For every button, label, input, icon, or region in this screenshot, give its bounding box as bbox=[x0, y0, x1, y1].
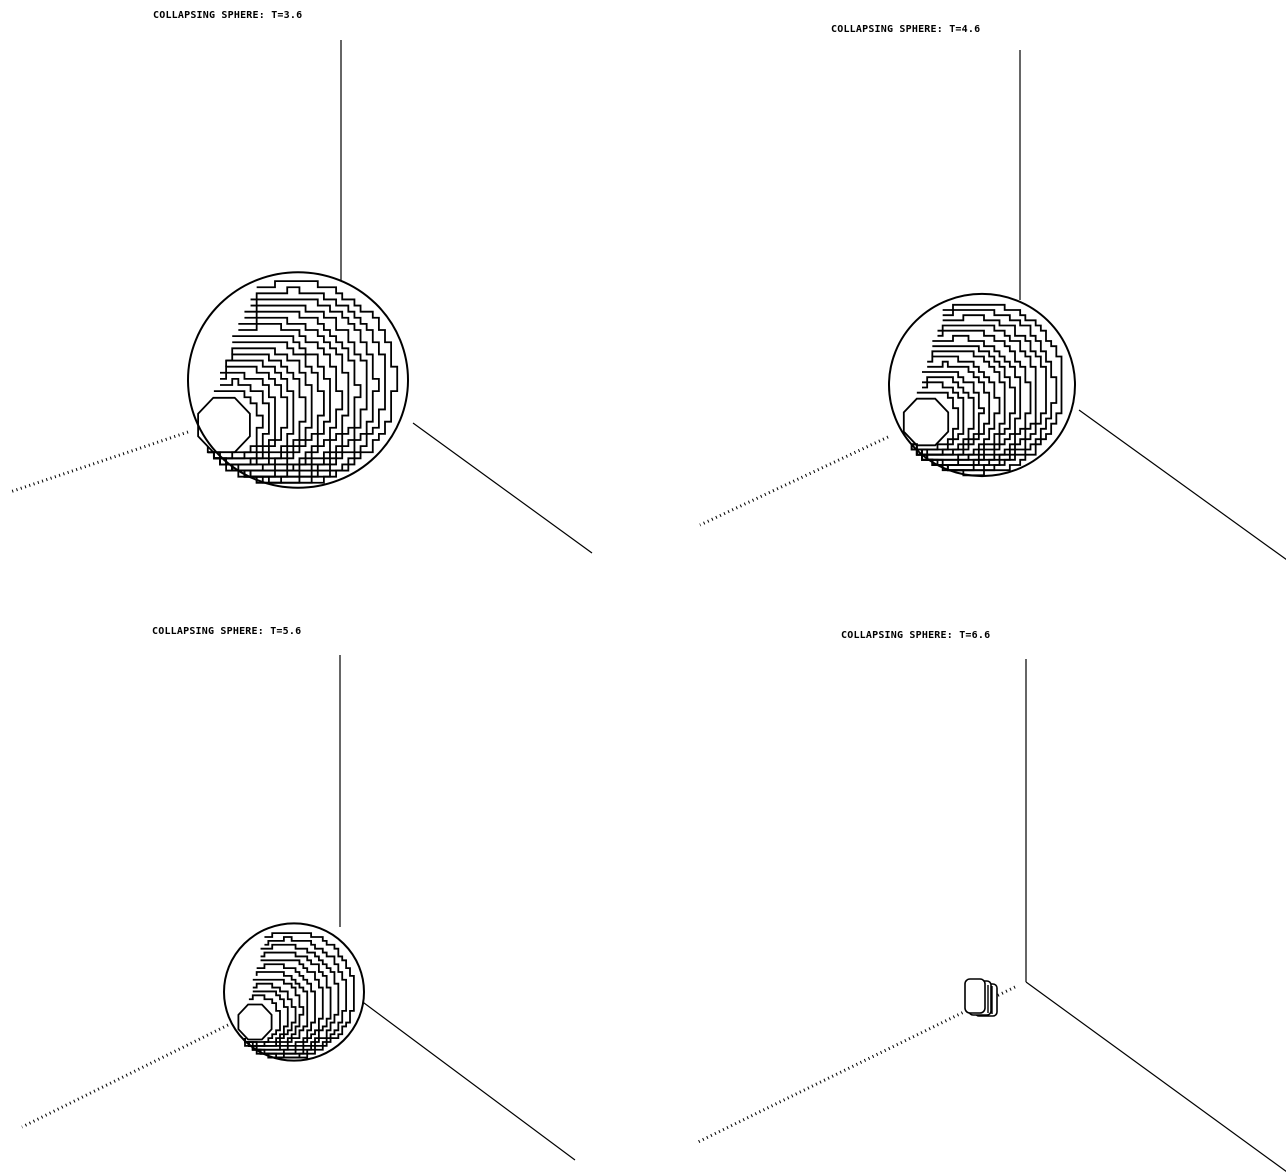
contour-ring bbox=[245, 959, 324, 1055]
contour-ring bbox=[207, 365, 289, 466]
contour-ring bbox=[915, 324, 1037, 472]
panel-title: COLLAPSING SPHERE: T=3.6 bbox=[153, 10, 303, 21]
contour-ring bbox=[911, 376, 975, 456]
pole-contour bbox=[237, 1003, 273, 1041]
contour-ring bbox=[247, 943, 340, 1059]
panel-plot bbox=[697, 659, 1286, 1173]
sphere-contours bbox=[223, 922, 365, 1062]
pole-contour bbox=[902, 397, 950, 447]
contour-ring bbox=[911, 391, 960, 451]
panel-t-3-6: COLLAPSING SPHERE: T=3.6 bbox=[0, 0, 643, 587]
y-axis-dotted bbox=[21, 1023, 229, 1129]
sphere-contours bbox=[187, 271, 409, 489]
contour-ring bbox=[213, 322, 344, 478]
contour-ring bbox=[247, 936, 348, 1059]
contour-ring bbox=[212, 347, 313, 472]
contour-ring bbox=[245, 971, 309, 1051]
contour-ring bbox=[915, 345, 1016, 466]
contour-ring bbox=[921, 303, 1063, 477]
panel-title: COLLAPSING SPHERE: T=6.6 bbox=[841, 630, 991, 641]
sphere-outline bbox=[223, 922, 365, 1062]
y-axis-dotted bbox=[9, 430, 189, 494]
panel-t-5-6: COLLAPSING SPHERE: T=5.6 bbox=[0, 587, 643, 1174]
panel-plot bbox=[9, 40, 593, 554]
contour-ring bbox=[219, 304, 368, 484]
contour-ring bbox=[244, 990, 289, 1047]
contour-ring bbox=[206, 390, 264, 460]
sphere-outline bbox=[187, 271, 409, 489]
panel-t-6-6: COLLAPSING SPHERE: T=6.6 bbox=[643, 587, 1286, 1174]
y-axis-dotted bbox=[697, 985, 1016, 1144]
contour-ring bbox=[244, 994, 281, 1043]
x-axis bbox=[412, 422, 593, 554]
y-axis-dotted bbox=[699, 435, 889, 527]
x-axis bbox=[355, 996, 576, 1161]
x-axis bbox=[1025, 981, 1286, 1173]
panel-plot bbox=[699, 50, 1286, 561]
panel-plot bbox=[21, 655, 576, 1161]
pole-contour bbox=[197, 396, 251, 454]
sphere-contours bbox=[888, 292, 1076, 478]
panel-title: COLLAPSING SPHERE: T=4.6 bbox=[831, 24, 981, 35]
collapsed-sphere bbox=[964, 978, 998, 1017]
x-axis bbox=[1078, 409, 1286, 561]
contour-ring bbox=[207, 377, 270, 460]
panel-title: COLLAPSING SPHERE: T=5.6 bbox=[152, 626, 302, 637]
contour-ring bbox=[911, 355, 1001, 461]
panel-t-4-6: COLLAPSING SPHERE: T=4.6 bbox=[643, 0, 1286, 587]
